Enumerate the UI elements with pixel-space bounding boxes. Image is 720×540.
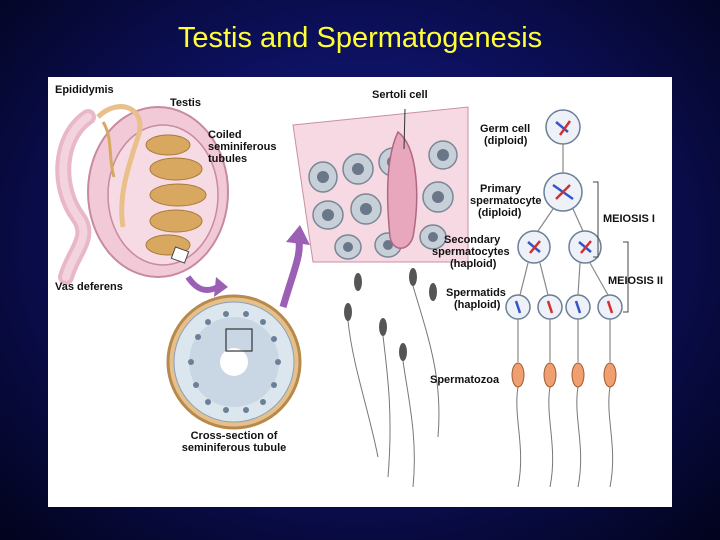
label-testis: Testis <box>170 97 201 109</box>
spermatogenesis-lineage <box>505 109 629 488</box>
label-coiled-line3: tubules <box>208 153 248 165</box>
label-cross-line2: seminiferous tubule <box>181 442 287 454</box>
label-secondary-line2: spermatocytes <box>432 246 510 258</box>
label-vas-deferens: Vas deferens <box>55 281 123 293</box>
label-secondary-spermatocytes: Secondary spermatocytes (haploid) <box>432 234 510 270</box>
label-coiled-line1: Coiled <box>208 129 242 141</box>
label-germ-line2: (diploid) <box>484 135 528 147</box>
label-epididymis: Epididymis <box>55 84 114 96</box>
label-primary-line2: spermatocyte <box>470 195 542 207</box>
diagram-figure: Epididymis Testis Coiled seminiferous tu… <box>48 77 672 507</box>
label-coiled-tubules: Coiled seminiferous tubules <box>208 129 276 165</box>
tubule-cross-section <box>166 294 302 430</box>
label-spermatids-line2: (haploid) <box>454 299 501 311</box>
label-meiosis-2: MEIOSIS II <box>608 275 664 287</box>
label-spermatids: Spermatids (haploid) <box>446 287 506 311</box>
label-coiled-line2: seminiferous <box>208 141 277 153</box>
slide-title: Testis and Spermatogenesis <box>177 22 543 54</box>
label-meiosis-1: MEIOSIS I <box>603 213 655 225</box>
arrow-to-epithelium <box>279 235 303 308</box>
label-cross-section: Cross-section of seminiferous tubule <box>168 430 300 454</box>
seminiferous-epithelium <box>292 106 469 488</box>
label-germ-line1: Germ cell <box>480 123 531 135</box>
label-primary-line1: Primary <box>480 183 521 195</box>
label-primary-spermatocyte: Primary spermatocyte (diploid) <box>470 183 542 219</box>
testis-illustration <box>55 104 229 285</box>
label-sertoli-cell: Sertoli cell <box>372 89 428 101</box>
label-primary-line3: (diploid) <box>478 207 522 219</box>
label-cross-line1: Cross-section of <box>190 430 278 442</box>
label-secondary-line1: Secondary <box>444 234 501 246</box>
label-secondary-line3: (haploid) <box>450 258 497 270</box>
diagram-graphic <box>55 104 629 488</box>
label-spermatozoa: Spermatozoa <box>430 374 500 386</box>
arrow-to-cross-section <box>185 275 220 293</box>
label-germ-cell: Germ cell (diploid) <box>480 123 530 147</box>
label-spermatids-line1: Spermatids <box>446 287 506 299</box>
